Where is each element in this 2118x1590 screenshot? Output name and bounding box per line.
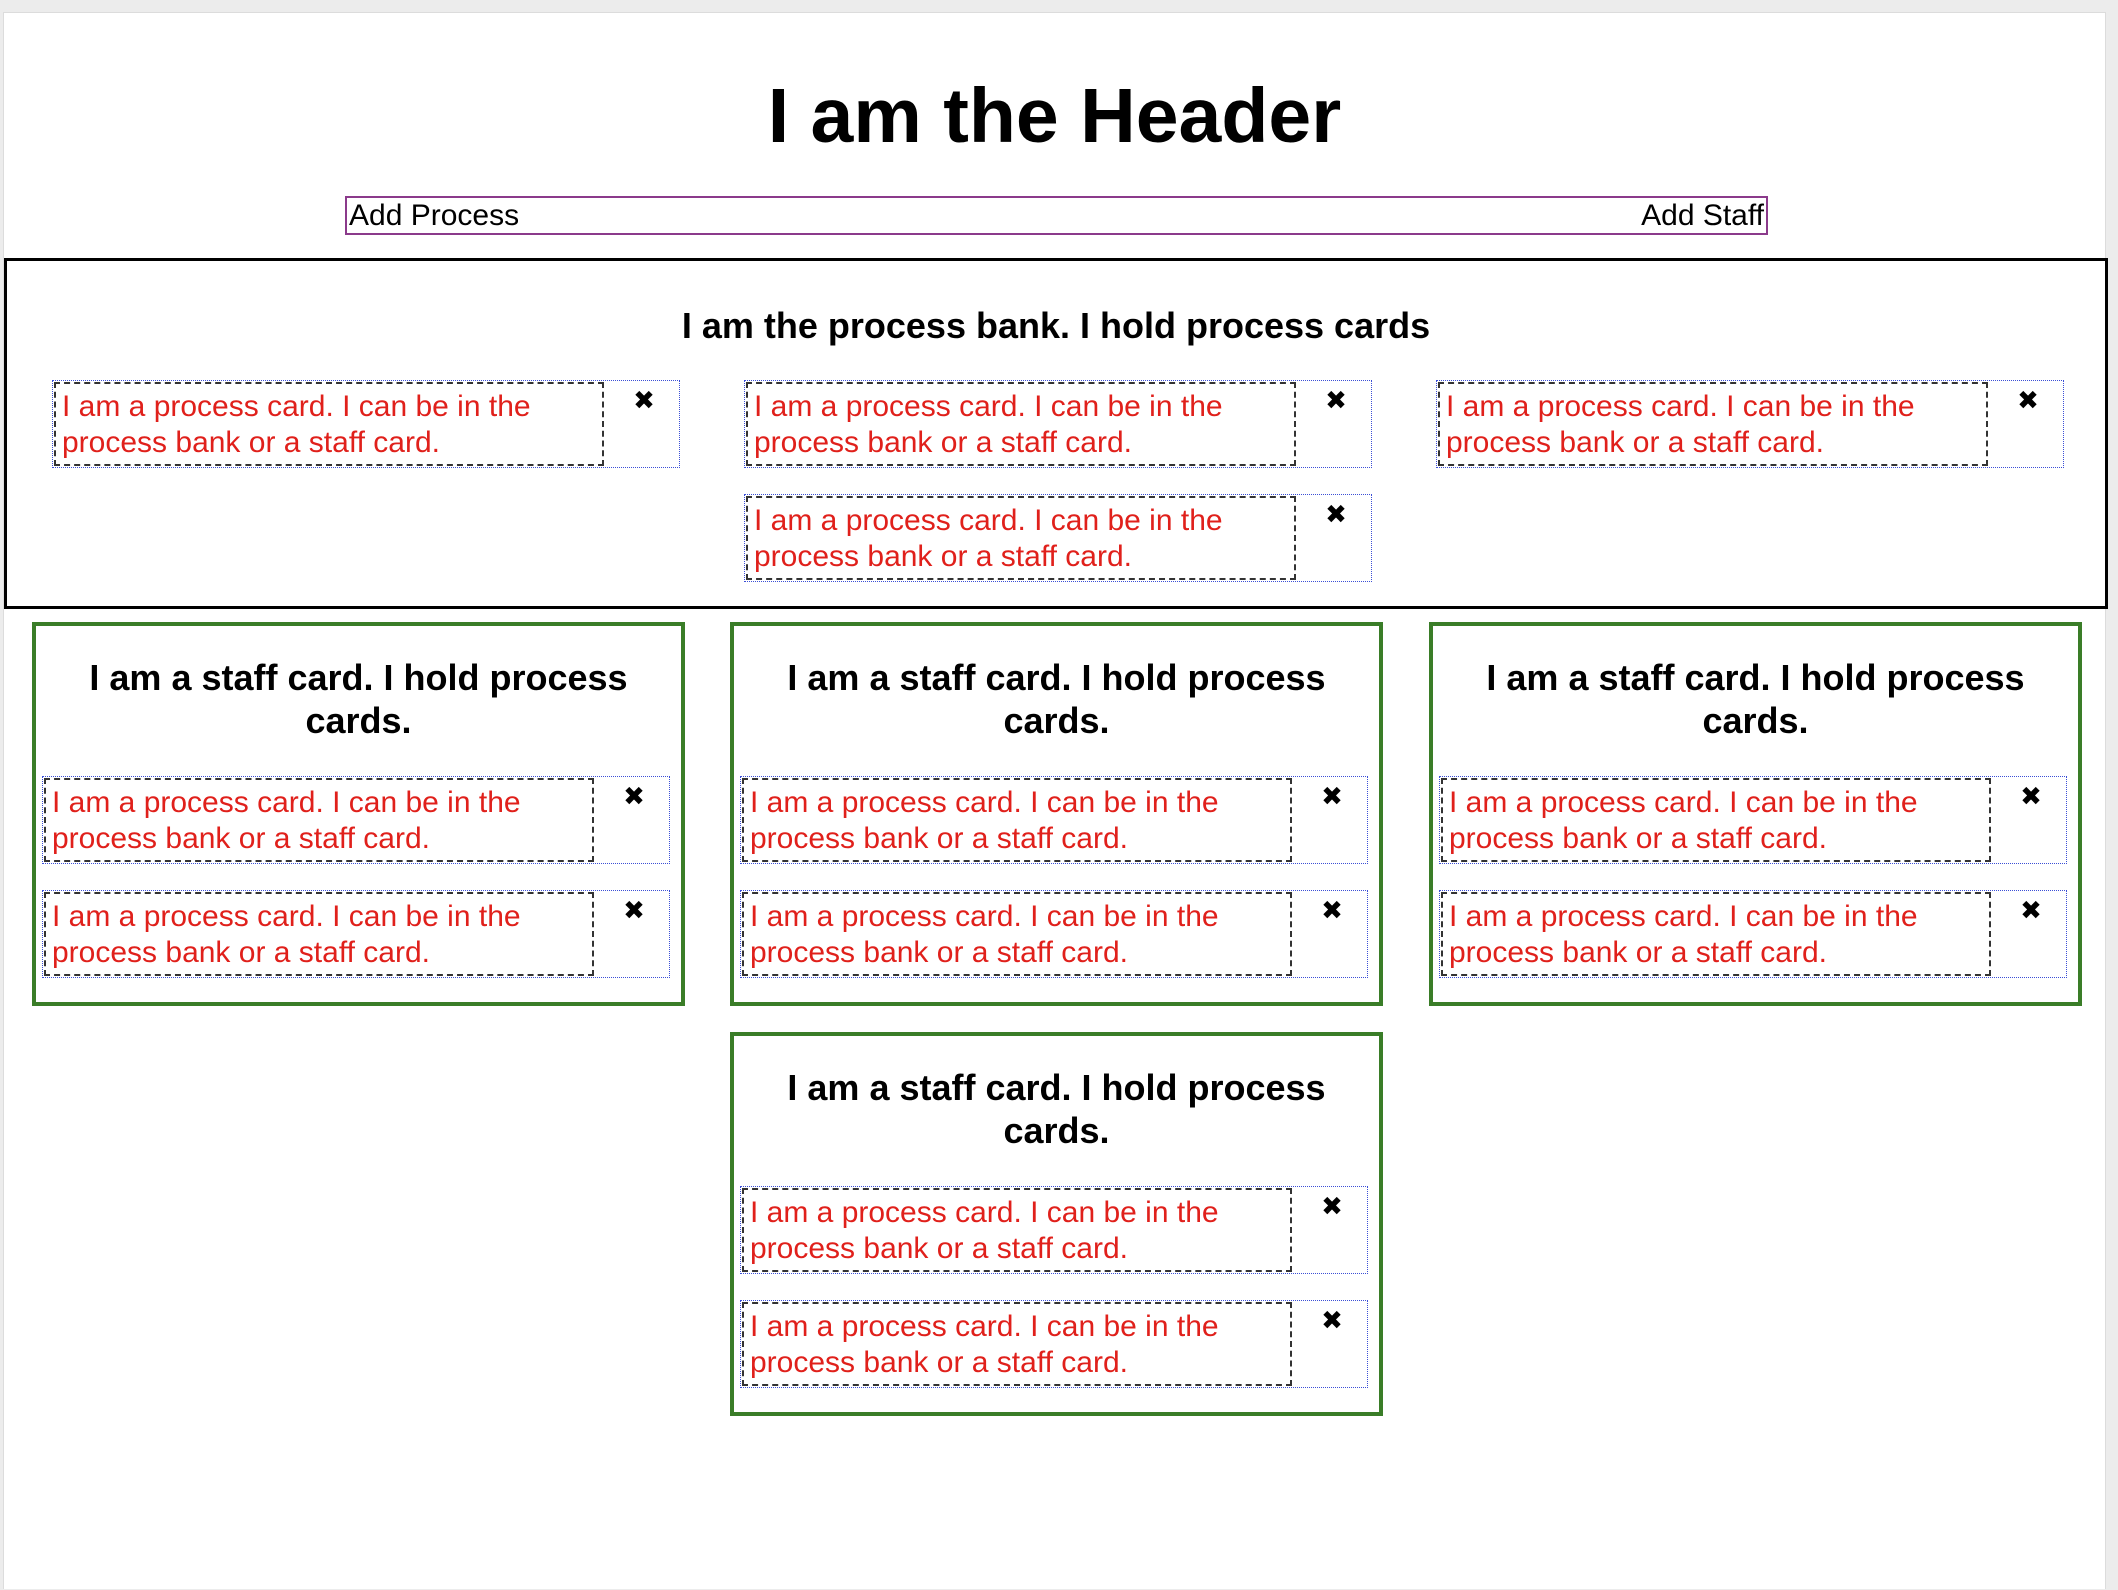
staff-card: I am a staff card. I hold process cards.…: [730, 1032, 1383, 1416]
process-card-text: I am a process card. I can be in the pro…: [1438, 382, 1988, 466]
process-card-text: I am a process card. I can be in the pro…: [1441, 778, 1991, 862]
staff-card-title: I am a staff card. I hold process cards.: [1486, 657, 2025, 741]
close-icon[interactable]: ✖: [623, 895, 645, 925]
process-card[interactable]: I am a process card. I can be in the pro…: [740, 776, 1368, 864]
staff-card: I am a staff card. I hold process cards.…: [32, 622, 685, 1006]
toolbar: Add Process Add Staff: [345, 196, 1768, 235]
close-icon[interactable]: ✖: [1321, 1191, 1343, 1221]
process-bank: I am the process bank. I hold process ca…: [4, 258, 2108, 609]
close-icon[interactable]: ✖: [2020, 781, 2042, 811]
process-bank-title: I am the process bank. I hold process ca…: [681, 305, 1431, 346]
process-card[interactable]: I am a process card. I can be in the pro…: [52, 380, 680, 468]
process-card-text: I am a process card. I can be in the pro…: [742, 1188, 1292, 1272]
process-card[interactable]: I am a process card. I can be in the pro…: [42, 890, 670, 978]
close-icon[interactable]: ✖: [1321, 895, 1343, 925]
add-process-button[interactable]: Add Process: [349, 199, 520, 232]
app-page: I am the Header Add Process Add Staff I …: [3, 12, 2108, 1589]
close-icon[interactable]: ✖: [2020, 895, 2042, 925]
process-card-text: I am a process card. I can be in the pro…: [44, 778, 594, 862]
staff-card-title: I am a staff card. I hold process cards.: [787, 657, 1326, 741]
process-card-text: I am a process card. I can be in the pro…: [742, 778, 1292, 862]
process-card[interactable]: I am a process card. I can be in the pro…: [1439, 776, 2067, 864]
close-icon[interactable]: ✖: [1321, 1305, 1343, 1335]
process-card[interactable]: I am a process card. I can be in the pro…: [744, 494, 1372, 582]
process-card-text: I am a process card. I can be in the pro…: [1441, 892, 1991, 976]
close-icon[interactable]: ✖: [1325, 385, 1347, 415]
process-card[interactable]: I am a process card. I can be in the pro…: [740, 1300, 1368, 1388]
process-card-text: I am a process card. I can be in the pro…: [746, 496, 1296, 580]
process-card[interactable]: I am a process card. I can be in the pro…: [740, 1186, 1368, 1274]
process-card-text: I am a process card. I can be in the pro…: [742, 892, 1292, 976]
close-icon[interactable]: ✖: [1325, 499, 1347, 529]
process-card[interactable]: I am a process card. I can be in the pro…: [1439, 890, 2067, 978]
process-card[interactable]: I am a process card. I can be in the pro…: [744, 380, 1372, 468]
close-icon[interactable]: ✖: [633, 385, 655, 415]
process-card[interactable]: I am a process card. I can be in the pro…: [1436, 380, 2064, 468]
process-card-text: I am a process card. I can be in the pro…: [54, 382, 604, 466]
process-card[interactable]: I am a process card. I can be in the pro…: [42, 776, 670, 864]
close-icon[interactable]: ✖: [1321, 781, 1343, 811]
process-card[interactable]: I am a process card. I can be in the pro…: [740, 890, 1368, 978]
process-card-text: I am a process card. I can be in the pro…: [742, 1302, 1292, 1386]
staff-card: I am a staff card. I hold process cards.…: [1429, 622, 2082, 1006]
process-card-text: I am a process card. I can be in the pro…: [44, 892, 594, 976]
page-header: I am the Header: [767, 73, 1342, 159]
staff-card-title: I am a staff card. I hold process cards.: [89, 657, 628, 741]
close-icon[interactable]: ✖: [2017, 385, 2039, 415]
staff-card: I am a staff card. I hold process cards.…: [730, 622, 1383, 1006]
add-staff-button[interactable]: Add Staff: [1641, 199, 1764, 232]
staff-card-title: I am a staff card. I hold process cards.: [787, 1067, 1326, 1151]
process-card-text: I am a process card. I can be in the pro…: [746, 382, 1296, 466]
close-icon[interactable]: ✖: [623, 781, 645, 811]
